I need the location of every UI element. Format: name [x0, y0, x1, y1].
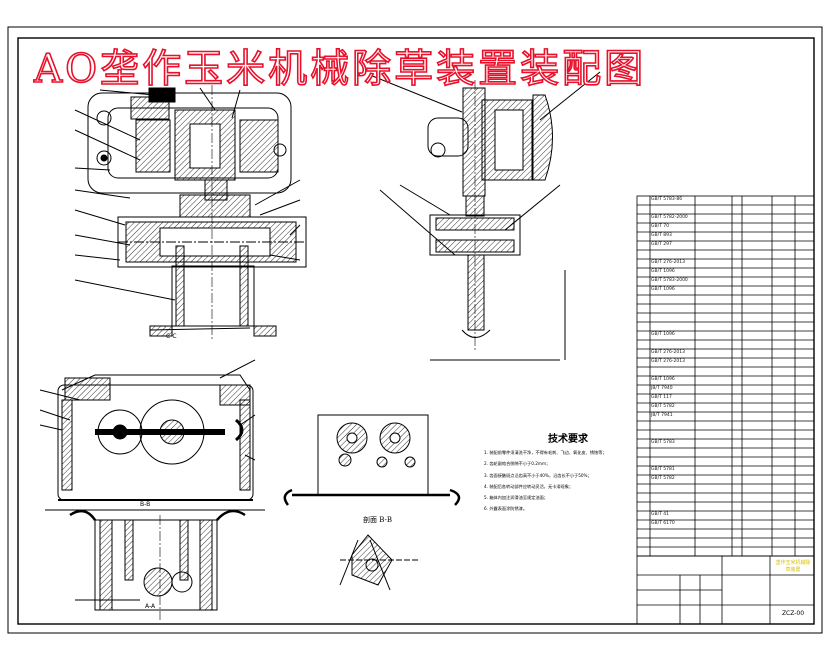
table-row: GB/T 5782-2000 [651, 214, 695, 222]
tech-note: 2. 齿轮副啮合侧隙不小于0.2mm； [484, 461, 551, 467]
part-standard-cell: JB/T 7940 [651, 386, 673, 391]
drawing-title: AO垄作玉米机械除草装置装配图 [33, 46, 647, 93]
table-row: GB/T 893 [651, 232, 695, 240]
table-row: GB/T 5781 [651, 466, 695, 474]
part-standard-cell: GB/T 1096 [651, 269, 675, 274]
table-row: GB/T 1096 [651, 376, 695, 384]
section-bb-label: 剖面 B-B [363, 516, 393, 524]
part-standard-cell: GB/T 41 [651, 512, 669, 517]
part-standard-cell: GB/T 70 [651, 224, 669, 229]
table-row [651, 313, 695, 321]
table-row: GB/T 276-2013 [651, 259, 695, 267]
table-row: GB/T 41 [651, 511, 695, 519]
part-standard-cell: GB/T 276-2013 [651, 350, 685, 355]
part-standard-cell: GB/T 5783 [651, 440, 675, 445]
gearbox-view [39, 359, 265, 511]
table-row [651, 295, 695, 303]
outer-border [7, 26, 823, 634]
table-row: GB/T 6170 [651, 520, 695, 528]
front-view-top [74, 85, 307, 340]
table-row [651, 484, 695, 492]
table-row: GB/T 297 [651, 241, 695, 249]
table-row [651, 493, 695, 501]
table-row [651, 529, 695, 537]
part-standard-cell: GB/T 5782 [651, 404, 675, 409]
table-row [651, 448, 695, 456]
table-row: GB/T 117 [651, 394, 695, 402]
table-row [651, 322, 695, 330]
table-row: GB/T 5782 [651, 403, 695, 411]
table-row: GB/T 276-2013 [651, 349, 695, 357]
table-row: GB/T 5783-86 [651, 196, 695, 204]
part-standard-cell: GB/T 893 [651, 233, 672, 238]
part-standard-cell: GB/T 117 [651, 395, 672, 400]
table-row: JB/T 7940 [651, 385, 695, 393]
table-row [651, 502, 695, 510]
table-row: GB/T 70 [651, 223, 695, 231]
part-standard-cell: JB/T 7941 [651, 413, 673, 418]
table-row [651, 367, 695, 375]
part-standard-cell: GB/T 5783-2000 [651, 278, 688, 283]
table-row: GB/T 276-2013 [651, 358, 695, 366]
part-standard-cell: GB/T 5783-86 [651, 197, 683, 202]
table-row: GB/T 1096 [651, 286, 695, 294]
gear-pair-view [283, 414, 461, 506]
table-row [651, 304, 695, 312]
tech-note: 3. 齿面接触斑点沿齿高不小于40%，沿齿长不小于50%； [484, 472, 592, 478]
part-standard-cell: GB/T 1096 [651, 287, 675, 292]
table-row: GB/T 5783-2000 [651, 277, 695, 285]
part-standard-cell: GB/T 5781 [651, 467, 675, 472]
part-standard-cell: GB/T 5782-2000 [651, 215, 688, 220]
table-row: JB/T 7941 [651, 412, 695, 420]
part-standard-cell: GB/T 5782 [651, 476, 675, 481]
title-block [636, 555, 815, 625]
part-standard-cell: GB/T 297 [651, 242, 672, 247]
technical-requirements-heading: 技术要求 [548, 434, 588, 445]
table-row [651, 430, 695, 438]
technical-requirements-notes: 1. 装配前零件须清洗干净，不得有毛刺、飞边、氧化皮、锈蚀等； 2. 齿轮副啮合… [484, 447, 634, 515]
table-row: GB/T 1096 [651, 331, 695, 339]
tech-note: 4. 装配后各转动部件应转动灵活，无卡滞现象； [484, 483, 574, 489]
lower-view [69, 509, 246, 620]
table-row [651, 421, 695, 429]
tech-note: 5. 箱体内加注润滑油至规定油面； [484, 495, 548, 501]
table-row [651, 457, 695, 465]
title-block-drawing-no: ZCZ-00 [781, 610, 805, 617]
table-row [651, 340, 695, 348]
view-label-cc: C-C [166, 333, 177, 340]
tech-note: 1. 装配前零件须清洗干净，不得有毛刺、飞边、氧化皮、锈蚀等； [484, 450, 607, 455]
part-standard-cell: GB/T 6170 [651, 521, 675, 526]
part-standard-cell: GB/T 276-2013 [651, 359, 685, 364]
view-label-bb: B-B [140, 501, 151, 508]
table-row [651, 250, 695, 258]
view-label-aa: A-A [145, 603, 156, 610]
table-row: GB/T 5782 [651, 475, 695, 483]
table-row [651, 205, 695, 213]
section-bb [339, 534, 420, 591]
title-block-name: 垄作玉米机械除草装置 [775, 560, 811, 573]
tech-note: 6. 外露表面涂防锈漆。 [484, 506, 528, 512]
part-standard-cell: GB/T 1096 [651, 377, 675, 382]
table-row: GB/T 5783 [651, 439, 695, 447]
table-row: GB/T 1096 [651, 268, 695, 276]
side-view-top [369, 71, 601, 361]
parts-table [636, 195, 815, 557]
part-standard-cell: GB/T 1096 [651, 332, 675, 337]
part-standard-cell: GB/T 276-2013 [651, 260, 685, 265]
